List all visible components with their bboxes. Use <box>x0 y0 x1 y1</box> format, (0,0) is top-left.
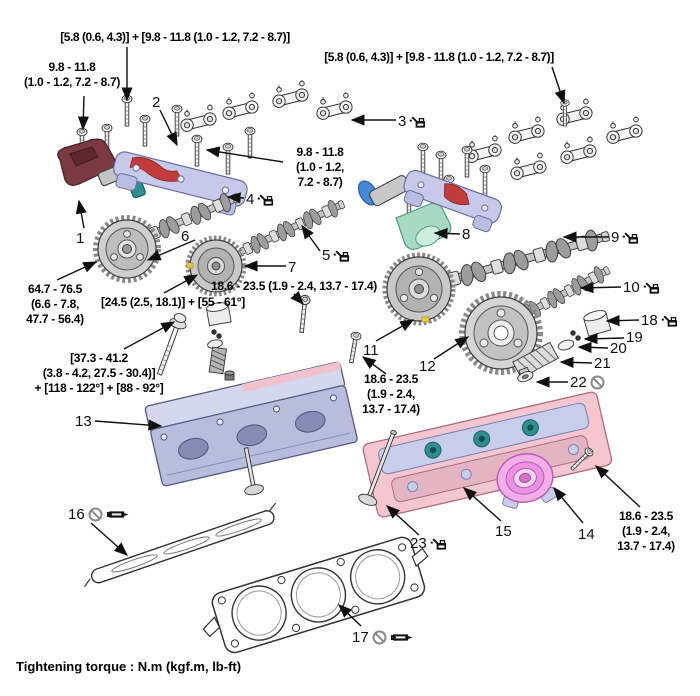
spring-retainer <box>557 339 575 351</box>
torque-label-head-bolt: [37.3 - 41.2 (3.8 - 4.2, 27.5 - 30.4)] +… <box>34 351 164 395</box>
oil-icon <box>429 537 447 550</box>
part-label-17: 17 <box>352 629 413 646</box>
oil-icon <box>622 231 640 244</box>
sealant-icon <box>390 634 413 641</box>
part-label-16: 16 <box>68 506 129 523</box>
part-label-6: 6 <box>181 228 190 245</box>
part-label-14: 14 <box>578 526 595 543</box>
do-not-reuse-icon <box>88 507 103 522</box>
part-label-15: 15 <box>495 523 512 540</box>
engine-valve-left <box>243 447 264 496</box>
torque-label-cam-cap-bolt-left: 18.6 - 23.5 (1.9 - 2.4, 13.7 - 17.4) <box>211 279 377 293</box>
part-label-12: 12 <box>419 358 436 375</box>
valve-stem-seal <box>517 366 534 383</box>
sealant-icon <box>106 511 129 518</box>
torque-label-cap-bolts-mid: 9.8 - 11.8 (1.0 - 1.2, 7.2 - 8.7) <box>295 145 345 189</box>
part-label-3: 3 <box>398 113 427 130</box>
oil-icon <box>333 249 351 262</box>
valve-keepers <box>570 330 581 341</box>
cvvt-assembly-left <box>185 235 247 297</box>
front-cover-gasket <box>84 502 277 588</box>
part-label-22: 22 <box>570 374 605 391</box>
cylinder-head-left <box>144 361 358 487</box>
torque-label-water-outlet-bolt: 18.6 - 23.5 (1.9 - 2.4, 13.7 - 17.4) <box>617 509 675 553</box>
torque-label-cap-bolts-left: 9.8 - 11.8 (1.0 - 1.2, 7.2 - 8.7) <box>23 60 121 89</box>
part-label-23: 23 <box>410 535 447 552</box>
part-label-8: 8 <box>462 226 471 243</box>
part-label-4: 4 <box>246 191 275 208</box>
part-label-21: 21 <box>594 355 611 372</box>
part-label-10: 10 <box>623 279 660 296</box>
valve-tappet <box>583 310 612 337</box>
tightening-torque-note: Tightening torque : N.m (kgf.m, lb-ft) <box>16 659 242 674</box>
torque-label-cam-sprocket-bolt: 64.7 - 76.5 (6.6 - 7.8, 47.7 - 56.4) <box>26 282 84 326</box>
oil-icon <box>642 281 660 294</box>
part-label-7: 7 <box>288 259 297 276</box>
torque-label-cvvt-combo: [24.5 (2.5, 18.1)] + [55 - 61°] <box>101 295 245 309</box>
part-label-20: 20 <box>610 340 627 357</box>
part-label-13: 13 <box>75 413 92 430</box>
leader-arrows <box>56 47 641 627</box>
oil-icon <box>660 314 678 327</box>
part-label-18: 18 <box>641 312 678 329</box>
camshaft-sprocket-left <box>93 215 161 283</box>
part-label-5: 5 <box>322 247 351 264</box>
torque-label-cam-cap-bolt-mid: 18.6 - 23.5 (1.9 - 2.4, 13.7 - 17.4) <box>362 372 420 416</box>
cylinder-head-right <box>362 391 613 518</box>
water-outlet-fitting <box>496 453 558 509</box>
part-label-9: 9 <box>611 229 640 246</box>
cvvt-assembly-right <box>382 252 456 326</box>
oil-icon <box>409 115 427 128</box>
bearing-cap-bridge-right <box>403 169 503 233</box>
valve-train-stack-right <box>512 310 612 383</box>
part-label-2: 2 <box>152 94 161 111</box>
valve-train-stack-left <box>205 302 235 381</box>
part-label-19: 19 <box>626 329 643 346</box>
do-not-reuse-icon <box>372 630 387 645</box>
camshaft-sprocket-right <box>459 291 543 375</box>
torque-label-cap-combo-left: [5.8 (0.6, 4.3)] + [9.8 - 11.8 (1.0 - 1.… <box>60 30 290 44</box>
do-not-reuse-icon <box>590 375 605 390</box>
cylinder-head-gasket <box>202 536 429 654</box>
part-label-1: 1 <box>76 230 85 247</box>
torque-label-cap-combo-right: [5.8 (0.6, 4.3)] + [9.8 - 11.8 (1.0 - 1.… <box>324 50 554 64</box>
oil-icon <box>257 193 275 206</box>
engine-valve-right <box>358 429 397 506</box>
part-label-11: 11 <box>363 342 379 359</box>
